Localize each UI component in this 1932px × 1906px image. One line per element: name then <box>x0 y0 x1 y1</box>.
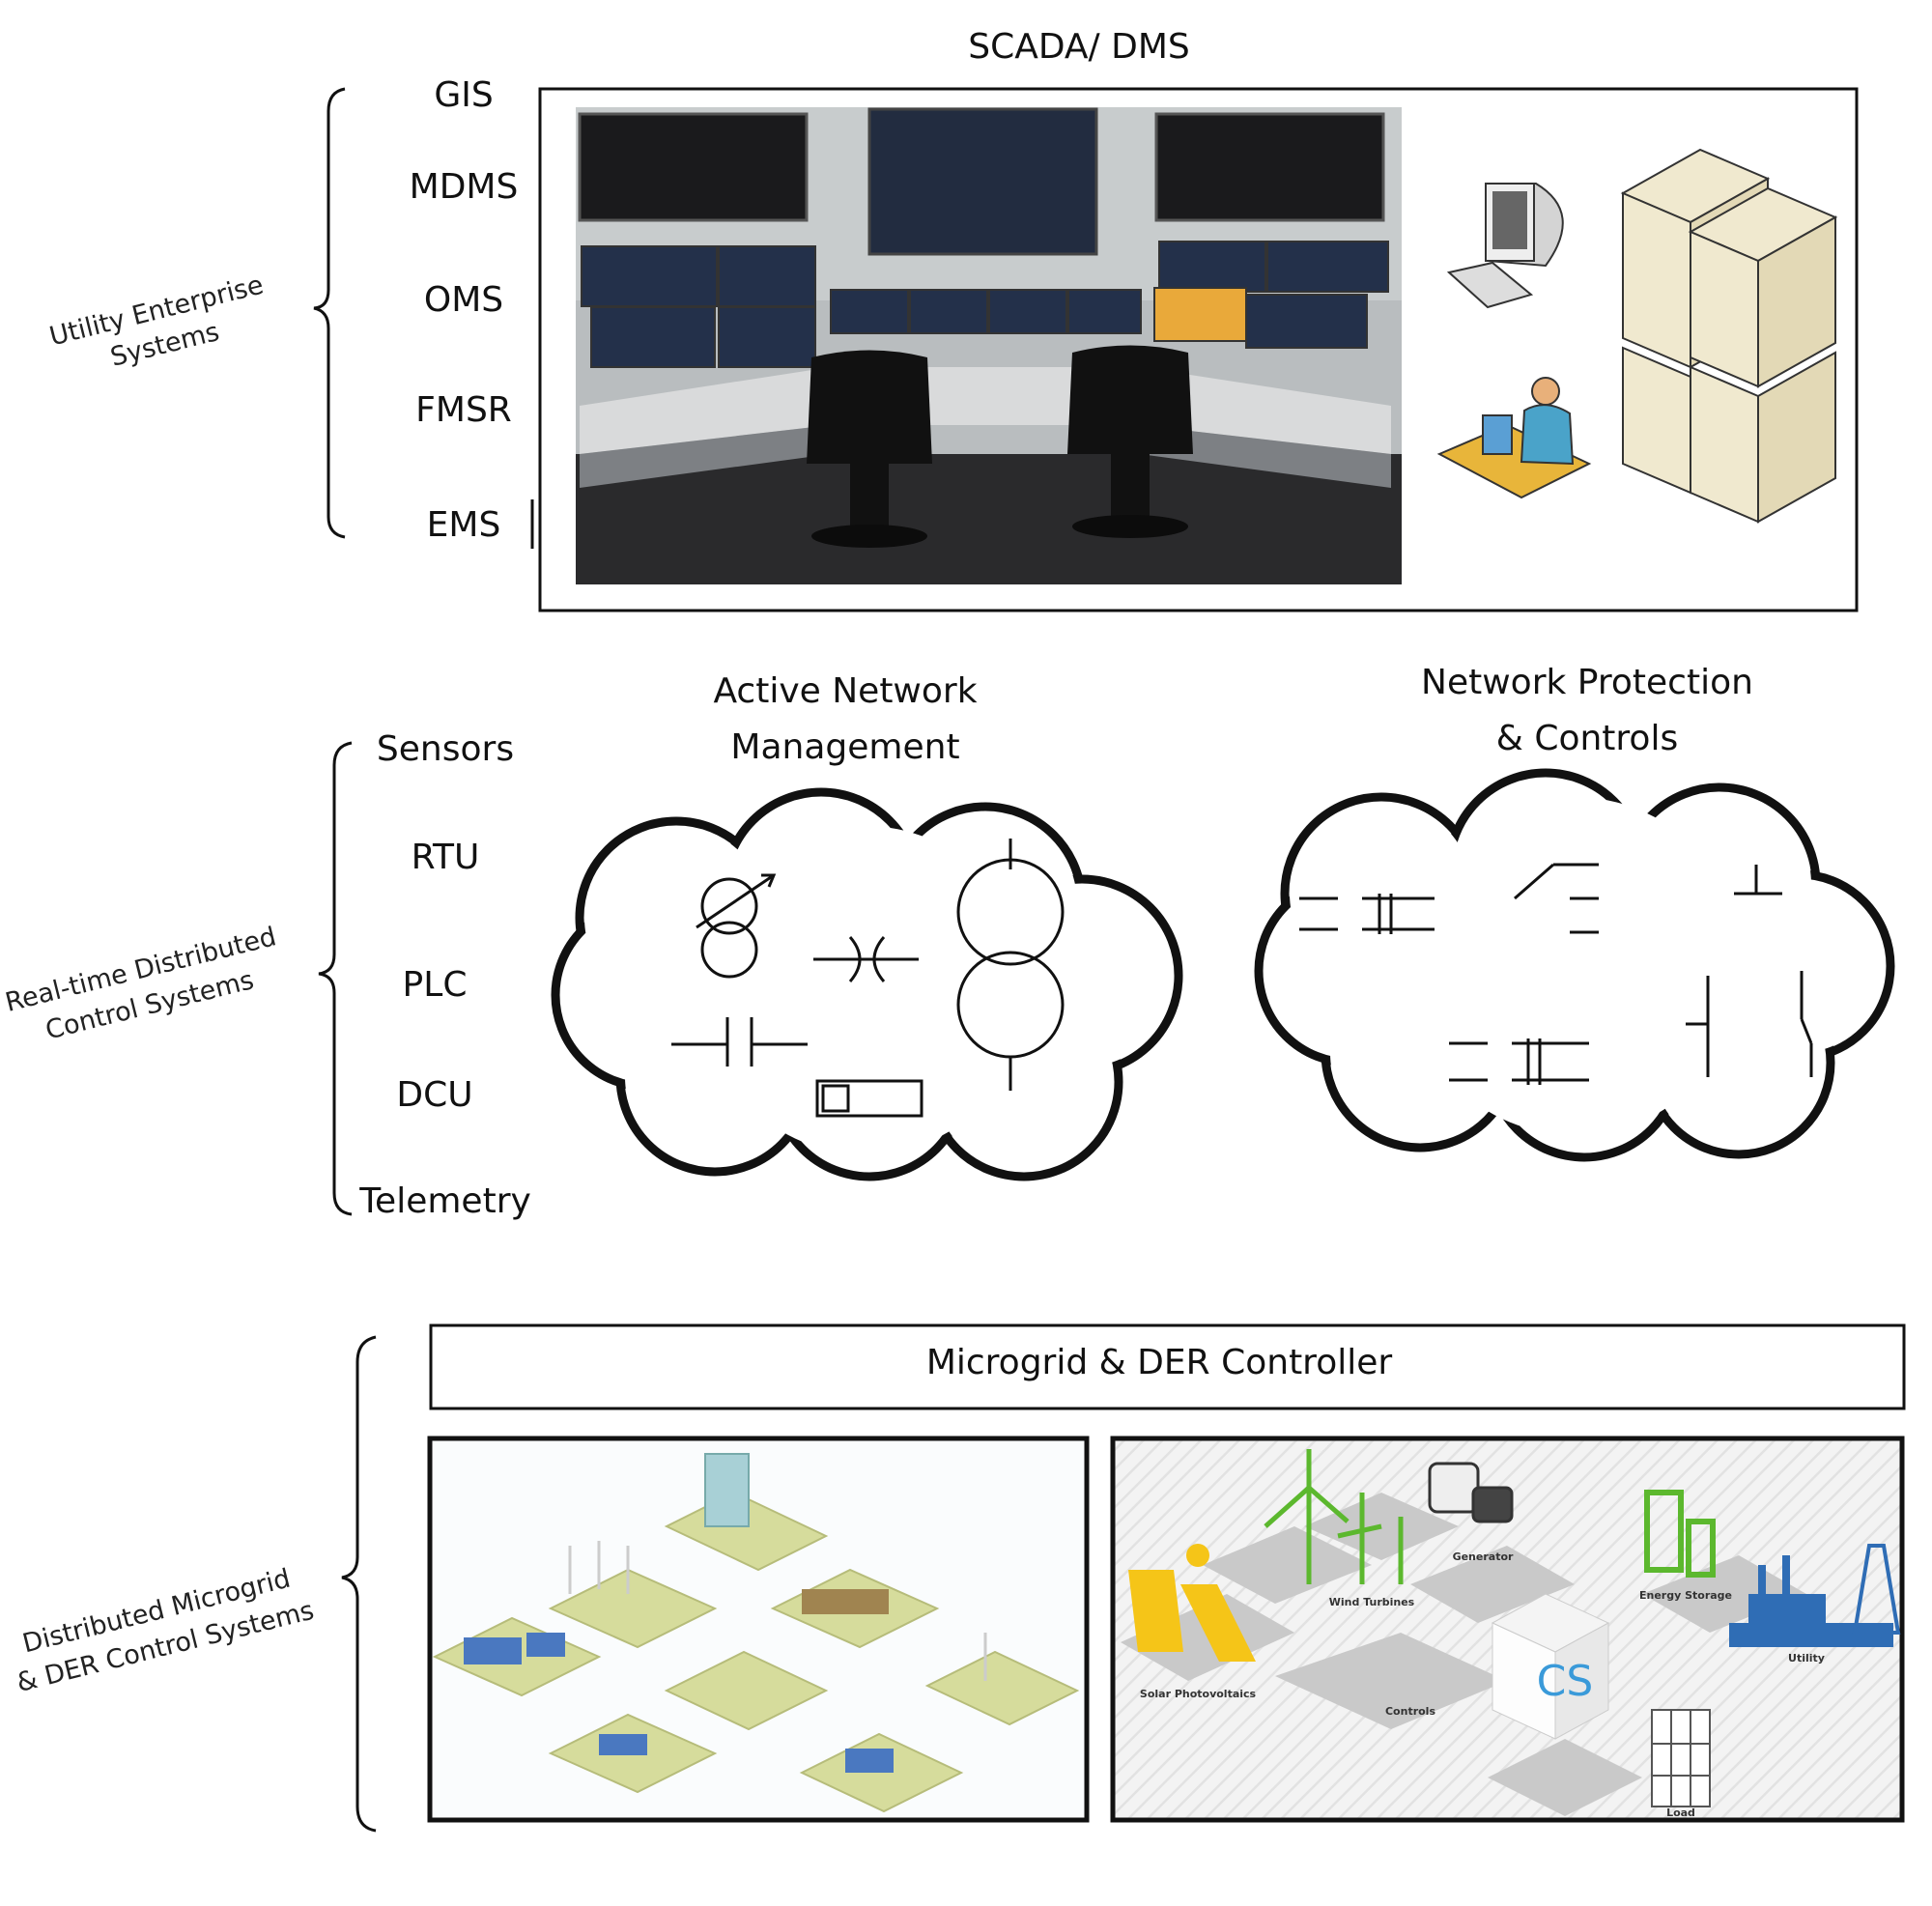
cloud1-title-line2: Management <box>730 727 959 767</box>
disconnect-switch-symbol <box>1514 863 1599 934</box>
der-components-illustration: CS Solar Photovoltaics Wind Turbines Gen… <box>1110 1436 1905 1823</box>
relay-contact-symbols <box>1686 971 1813 1077</box>
label-ems: EMS <box>427 505 501 545</box>
meter-box-symbol <box>815 1079 923 1118</box>
control-room-photo <box>576 107 1402 584</box>
cloud2-title-line1: Network Protection <box>1421 663 1753 702</box>
der-label-generator: Generator <box>1453 1550 1514 1563</box>
label-fmsr: FMSR <box>415 390 512 430</box>
breaker-switch-symbol-1 <box>1299 894 1435 934</box>
der-label-solar: Solar Photovoltaics <box>1140 1688 1257 1700</box>
brace-realtime-distributed <box>318 741 353 1216</box>
load-building-icon <box>1651 1709 1711 1807</box>
solar-panel-icon <box>1128 1544 1256 1662</box>
brace-microgrid-der <box>341 1335 377 1833</box>
server-rack-icon <box>1620 148 1838 524</box>
der-label-storage: Energy Storage <box>1639 1589 1732 1602</box>
der-label-controls: Controls <box>1385 1705 1435 1718</box>
operator-at-desk-icon <box>1436 377 1592 499</box>
cloud2-title-line2: & Controls <box>1496 719 1678 758</box>
utility-enterprise-label: Utility Enterprise Systems <box>46 270 267 373</box>
label-gis: GIS <box>434 75 493 115</box>
ground-symbol <box>1734 865 1782 896</box>
cloud1-title-line1: Active Network <box>713 671 977 711</box>
power-transformer-symbol <box>956 839 1065 1091</box>
wind-turbine-icon <box>1264 1449 1404 1584</box>
microgrid-network-illustration <box>427 1436 1090 1823</box>
generator-icon <box>1428 1462 1514 1523</box>
der-label-utility: Utility <box>1788 1652 1825 1664</box>
microgrid-der-label: Distributed Microgrid & DER Control Syst… <box>14 1564 317 1699</box>
label-plc: PLC <box>403 965 468 1005</box>
breaker-switch-symbol-2 <box>1449 1038 1589 1085</box>
coupling-symbol <box>813 936 919 982</box>
label-sensors: Sensors <box>377 729 514 769</box>
svg-text:CS: CS <box>1537 1657 1594 1706</box>
der-label-wind: Wind Turbines <box>1329 1596 1415 1608</box>
network-protection-controls-cloud <box>1254 768 1895 1162</box>
controls-cube-icon: CS <box>1491 1593 1610 1740</box>
label-mdms: MDMS <box>410 167 519 207</box>
der-label-load: Load <box>1666 1806 1695 1819</box>
brace-utility-enterprise <box>313 87 346 539</box>
label-oms: OMS <box>424 280 503 320</box>
label-dcu: DCU <box>396 1075 472 1115</box>
tap-changer-transformer-symbol <box>696 873 777 979</box>
microgrid-der-controller-box <box>429 1323 1906 1410</box>
realtime-distributed-label: Real-time Distributed Control Systems <box>2 922 279 1045</box>
microgrid-der-controller-label: Microgrid & DER Controller <box>926 1343 1393 1382</box>
utility-plant-icon <box>1729 1544 1901 1647</box>
capacitor-symbol <box>671 1017 808 1067</box>
workstation-computer-icon <box>1446 183 1564 309</box>
energy-storage-icon <box>1644 1490 1716 1578</box>
active-network-management-cloud <box>551 787 1183 1181</box>
label-telemetry: Telemetry <box>358 1181 531 1221</box>
label-rtu: RTU <box>412 838 480 877</box>
scada-dms-title: SCADA/ DMS <box>968 27 1190 67</box>
